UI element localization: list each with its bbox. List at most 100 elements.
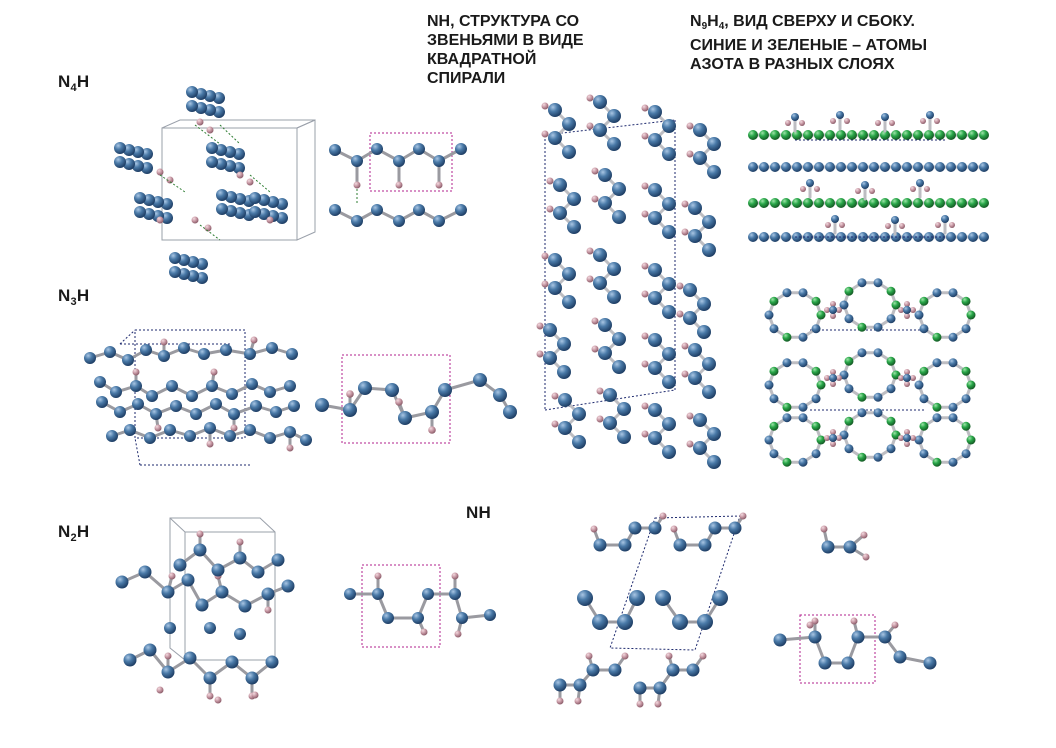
- nh-crystal-structure: [553, 512, 747, 708]
- nitrogen-atom: [226, 388, 238, 400]
- hydrogen-atom: [686, 150, 694, 158]
- nitrogen-atom-layer2: [769, 296, 779, 306]
- nitrogen-atom: [873, 392, 883, 402]
- hydrogen-atom: [899, 223, 905, 229]
- nitrogen-atom: [968, 232, 978, 242]
- nitrogen-atom: [161, 585, 175, 599]
- hydrogen-atom: [636, 700, 644, 708]
- nitrogen-atom: [924, 162, 934, 172]
- nitrogen-atom: [161, 212, 173, 224]
- nitrogen-atom: [612, 210, 626, 224]
- hydrogen-atom: [596, 387, 604, 395]
- nitrogen-atom: [728, 521, 742, 535]
- unit-cell-edge: [119, 329, 136, 345]
- hydrogen-atom: [830, 313, 836, 319]
- hydrogen-atom: [844, 118, 850, 124]
- hydrogen-atom: [904, 369, 910, 375]
- hydrogen-atom: [875, 120, 881, 126]
- nitrogen-atom: [106, 430, 118, 442]
- hydrogen-atom: [641, 104, 649, 112]
- hydrogen-atom: [824, 435, 830, 441]
- nitrogen-atom: [683, 311, 697, 325]
- nitrogen-atom: [814, 162, 824, 172]
- nitrogen-atom: [926, 111, 934, 119]
- hydrogen-atom: [591, 345, 599, 353]
- hydrogen-atom: [586, 94, 594, 102]
- nitrogen-atom: [913, 232, 923, 242]
- nitrogen-atom: [398, 411, 412, 425]
- nitrogen-atom: [132, 398, 144, 410]
- hydrogen-atom: [374, 572, 382, 580]
- hydrogen-atom: [346, 390, 354, 398]
- nitrogen-atom-layer2: [792, 198, 802, 208]
- nitrogen-atom: [702, 357, 716, 371]
- nitrogen-atom: [598, 318, 612, 332]
- nitrogen-atom: [948, 457, 958, 467]
- nitrogen-atom: [957, 162, 967, 172]
- nitrogen-atom: [225, 655, 239, 669]
- nitrogen-atom: [598, 346, 612, 360]
- nitrogen-atom: [206, 156, 218, 168]
- nitrogen-atom: [666, 663, 680, 677]
- nitrogen-atom: [759, 162, 769, 172]
- hydrogen-atom: [799, 120, 805, 126]
- nitrogen-atom: [798, 358, 808, 368]
- nitrogen-atom: [617, 614, 633, 630]
- hydrogen-atom: [898, 435, 904, 441]
- hydrogen-atom: [156, 216, 164, 224]
- nitrogen-atom: [190, 408, 202, 420]
- nitrogen-atom-layer2: [857, 452, 867, 462]
- hydrogen-atom: [251, 691, 259, 699]
- nitrogen-atom: [300, 434, 312, 446]
- nitrogen-atom: [152, 196, 164, 208]
- nitrogen-atom: [553, 206, 567, 220]
- nitrogen-atom: [662, 347, 676, 361]
- nitrogen-atom: [186, 390, 198, 402]
- hydrogen-atom: [546, 205, 554, 213]
- nitrogen-atom: [662, 277, 676, 291]
- nitrogen-atom: [220, 344, 232, 356]
- hydrogen-atom: [214, 696, 222, 704]
- nitrogen-atom-layer2: [816, 435, 826, 445]
- nitrogen-atom-layer2: [961, 421, 971, 431]
- nitrogen-atom: [244, 348, 256, 360]
- nitrogen-atom: [612, 360, 626, 374]
- nitrogen-atom: [115, 575, 129, 589]
- nitrogen-atom: [653, 681, 667, 695]
- nitrogen-atom: [821, 540, 835, 554]
- hydrogen-atom: [551, 420, 559, 428]
- nitrogen-atom: [186, 86, 198, 98]
- nitrogen-atom: [781, 232, 791, 242]
- hydrogen-atom: [681, 200, 689, 208]
- nitrogen-atom: [123, 158, 135, 170]
- nitrogen-atom: [798, 288, 808, 298]
- nitrogen-atom-layer2: [782, 402, 792, 412]
- nitrogen-atom: [648, 105, 662, 119]
- nitrogen-atom: [683, 283, 697, 297]
- nitrogen-atom: [593, 248, 607, 262]
- nitrogen-atom: [344, 588, 356, 600]
- hydrogen-atom: [591, 317, 599, 325]
- nitrogen-atom-layer2: [880, 130, 890, 140]
- hydrogen-atom: [196, 530, 204, 538]
- nitrogen-atom: [196, 272, 208, 284]
- hydrogen-atom: [236, 538, 244, 546]
- nitrogen-atom: [648, 133, 662, 147]
- nitrogen-atom: [412, 612, 424, 624]
- nitrogen-atom-layer2: [857, 322, 867, 332]
- nitrogen-atom: [961, 324, 971, 334]
- nitrogen-atom: [358, 381, 372, 395]
- nitrogen-atom: [210, 398, 222, 410]
- nitrogen-atom: [618, 538, 632, 552]
- hydrogen-atom: [686, 412, 694, 420]
- hydrogen-atom: [885, 223, 891, 229]
- nitrogen-atom: [707, 137, 721, 151]
- hydrogen-atom: [641, 182, 649, 190]
- nitrogen-atom: [213, 92, 225, 104]
- hydrogen-atom: [206, 692, 214, 700]
- nitrogen-atom-layer2: [966, 380, 976, 390]
- nitrogen-atom: [114, 156, 126, 168]
- nitrogen-atom: [173, 558, 187, 572]
- hydrogen-atom: [420, 628, 428, 636]
- nitrogen-atom: [258, 194, 270, 206]
